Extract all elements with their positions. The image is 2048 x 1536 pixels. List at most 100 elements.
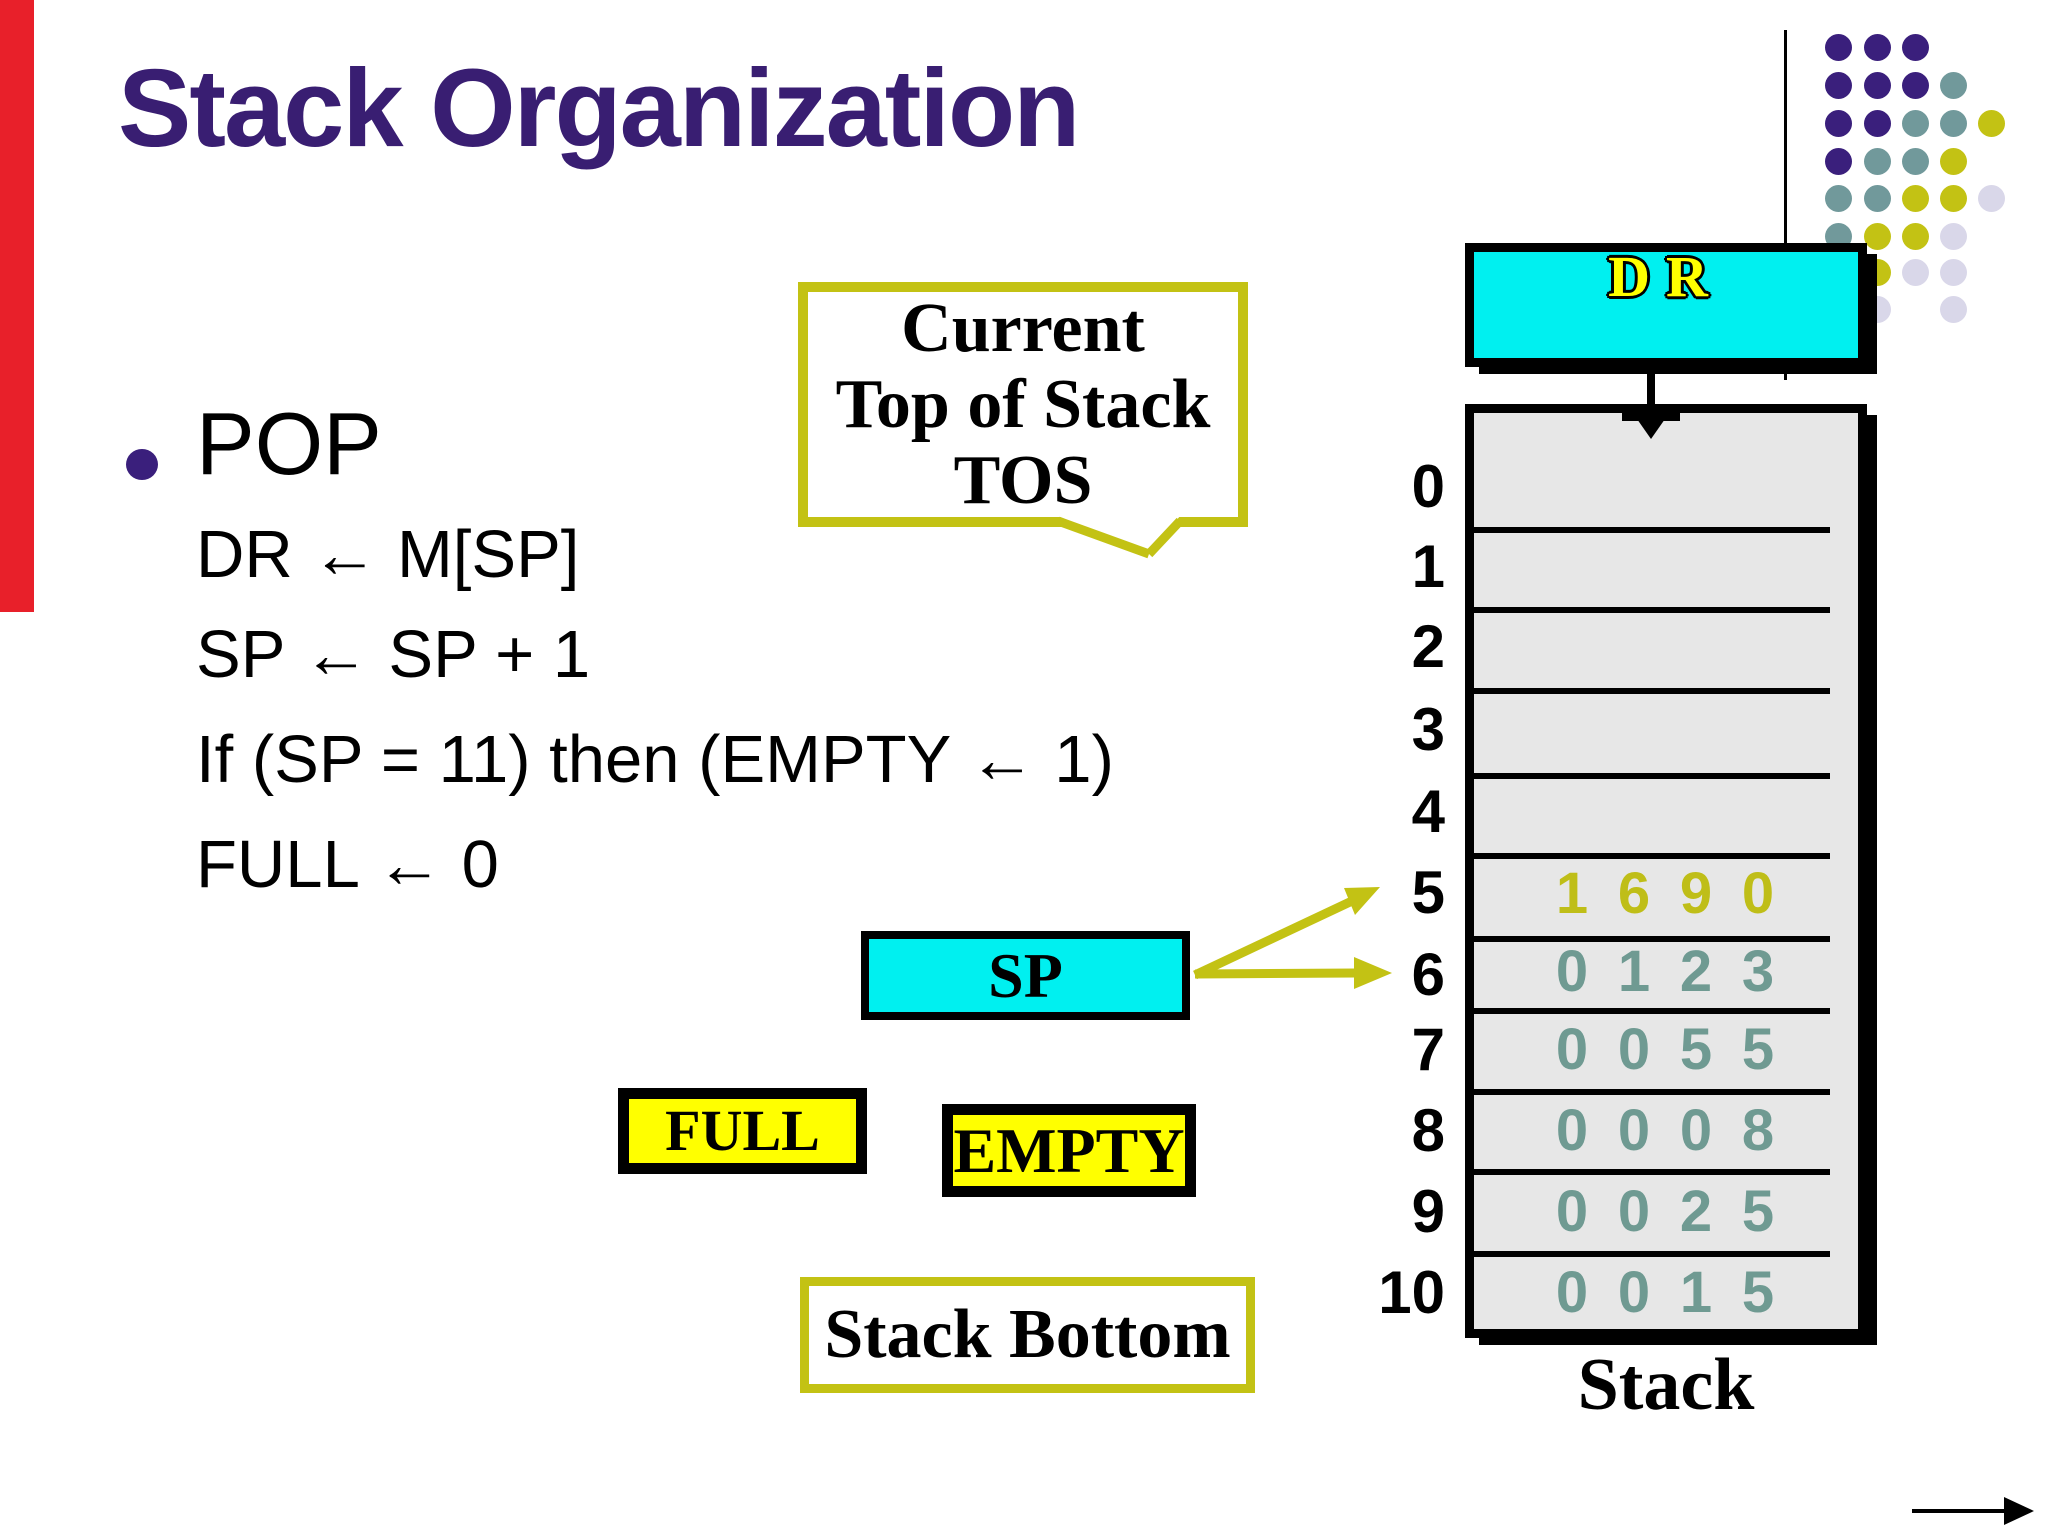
stack-row-separator [1474, 527, 1830, 533]
stack-value-digit: 0 [1679, 1098, 1713, 1163]
sp-arrow-to-row5 [1193, 896, 1354, 980]
stack-value-digit: 0 [1555, 1098, 1589, 1163]
sp-arrow-to-row6 [1194, 968, 1357, 979]
stack-value-digit: 0 [1617, 1098, 1651, 1163]
stack-row-separator [1474, 688, 1830, 694]
full-flag-label: FULL [665, 1098, 820, 1163]
dr-register-label: DR [1608, 244, 1724, 309]
decor-dot [1864, 72, 1891, 99]
decor-dot [1978, 185, 2005, 212]
decor-dot [1940, 110, 1967, 137]
stack-row-separator [1474, 936, 1830, 942]
stack-value-digit: 6 [1617, 861, 1651, 926]
stack-row-separator [1474, 853, 1830, 859]
stack-row-label-10: 10 [1378, 1259, 1445, 1326]
decor-dot [1864, 34, 1891, 61]
stack-row-separator [1474, 1169, 1830, 1175]
stack-value-digit: 0 [1555, 1260, 1589, 1325]
stack-row-label-4: 4 [1411, 778, 1445, 845]
bullet-pop-label: POP [196, 394, 382, 493]
decor-dot [1864, 110, 1891, 137]
stack-value-digit: 0 [1617, 1017, 1651, 1082]
stack-value-digit: 0 [1617, 1179, 1651, 1244]
stack-row-separator [1474, 1089, 1830, 1095]
decor-dot [1825, 72, 1852, 99]
stack-value-digit: 1 [1555, 861, 1589, 926]
code-line-full: FULL ← 0 [196, 827, 499, 902]
decor-dot [1902, 34, 1929, 61]
next-slide-arrow-head-icon[interactable] [2004, 1497, 2034, 1525]
decor-dot [1864, 223, 1891, 250]
decor-dot [1902, 259, 1929, 286]
stack-value-digit: 2 [1679, 939, 1713, 1004]
decor-dot [1940, 72, 1967, 99]
code-line-sp: SP ← SP + 1 [196, 617, 591, 692]
dr-stack-connector-arrowhead-icon [1637, 419, 1665, 439]
stack-value-digit: 1 [1617, 939, 1651, 1004]
decor-dot [1940, 148, 1967, 175]
stack-value-digit: 3 [1741, 939, 1775, 1004]
decor-dot [1940, 296, 1967, 323]
decor-dot [1864, 148, 1891, 175]
stack-row-separator [1474, 1008, 1830, 1014]
dr-stack-connector-stem [1647, 365, 1655, 421]
decor-dot [1864, 185, 1891, 212]
decor-dot [1825, 185, 1852, 212]
decor-dot [1978, 110, 2005, 137]
stack-bottom-callout-box: Stack Bottom [800, 1277, 1255, 1393]
tos-callout-line-3: TOS [953, 441, 1093, 519]
stack-value-digit: 2 [1679, 1179, 1713, 1244]
stack-value-digit: 8 [1741, 1098, 1775, 1163]
stack-value-digit: 0 [1617, 1260, 1651, 1325]
stack-value-digit: 5 [1741, 1179, 1775, 1244]
stack-row-label-5: 5 [1411, 859, 1445, 926]
slide-title: Stack Organization [118, 47, 1080, 170]
stack-caption: Stack [1577, 1344, 1755, 1426]
stack-row-label-1: 1 [1411, 533, 1445, 600]
stack-row-separator [1474, 1251, 1830, 1257]
stack-row-label-2: 2 [1411, 613, 1445, 680]
stack-row-label-7: 7 [1411, 1016, 1445, 1083]
stack-value-digit: 1 [1679, 1260, 1713, 1325]
stack-bottom-label: Stack Bottom [824, 1296, 1231, 1373]
stack-row-separator [1474, 607, 1830, 613]
red-accent-bar [0, 0, 34, 612]
stack-row-label-0: 0 [1411, 453, 1445, 520]
stack-value-digit: 5 [1741, 1017, 1775, 1082]
decor-dot [1902, 223, 1929, 250]
decor-dot [1864, 259, 1891, 286]
decor-dot [1825, 34, 1852, 61]
stack-value-digit: 0 [1555, 1017, 1589, 1082]
tos-callout-line-1: Current [901, 289, 1145, 367]
stack-row-label-9: 9 [1411, 1178, 1445, 1245]
empty-flag-label: EMPTY [953, 1114, 1185, 1186]
sp-register-box: SP [861, 931, 1190, 1020]
code-line-if-empty: If (SP = 11) then (EMPTY ← 1) [196, 722, 1114, 797]
stack-value-digit: 5 [1679, 1017, 1713, 1082]
stack-row-separator [1474, 773, 1830, 779]
dr-register-box: DR [1465, 243, 1867, 367]
code-line-dr: DR ← M[SP] [196, 517, 580, 592]
stack-value-digit: 0 [1555, 939, 1589, 1004]
tos-callout-line-2: Top of Stack [835, 365, 1211, 443]
stack-value-digit: 9 [1679, 861, 1713, 926]
decor-dot [1902, 148, 1929, 175]
decor-dot [1940, 259, 1967, 286]
decor-dot [1940, 185, 1967, 212]
empty-flag-box: EMPTY [942, 1104, 1196, 1197]
decor-dot [1864, 296, 1891, 323]
stack-value-digit: 0 [1741, 861, 1775, 926]
tos-callout-box: Current Top of Stack TOS [798, 282, 1248, 527]
stack-row-label-6: 6 [1411, 941, 1445, 1008]
stack-value-digit: 0 [1555, 1179, 1589, 1244]
decor-dot [1825, 110, 1852, 137]
stack-value-digit: 5 [1741, 1260, 1775, 1325]
full-flag-box: FULL [618, 1088, 867, 1174]
decor-dot [1825, 148, 1852, 175]
